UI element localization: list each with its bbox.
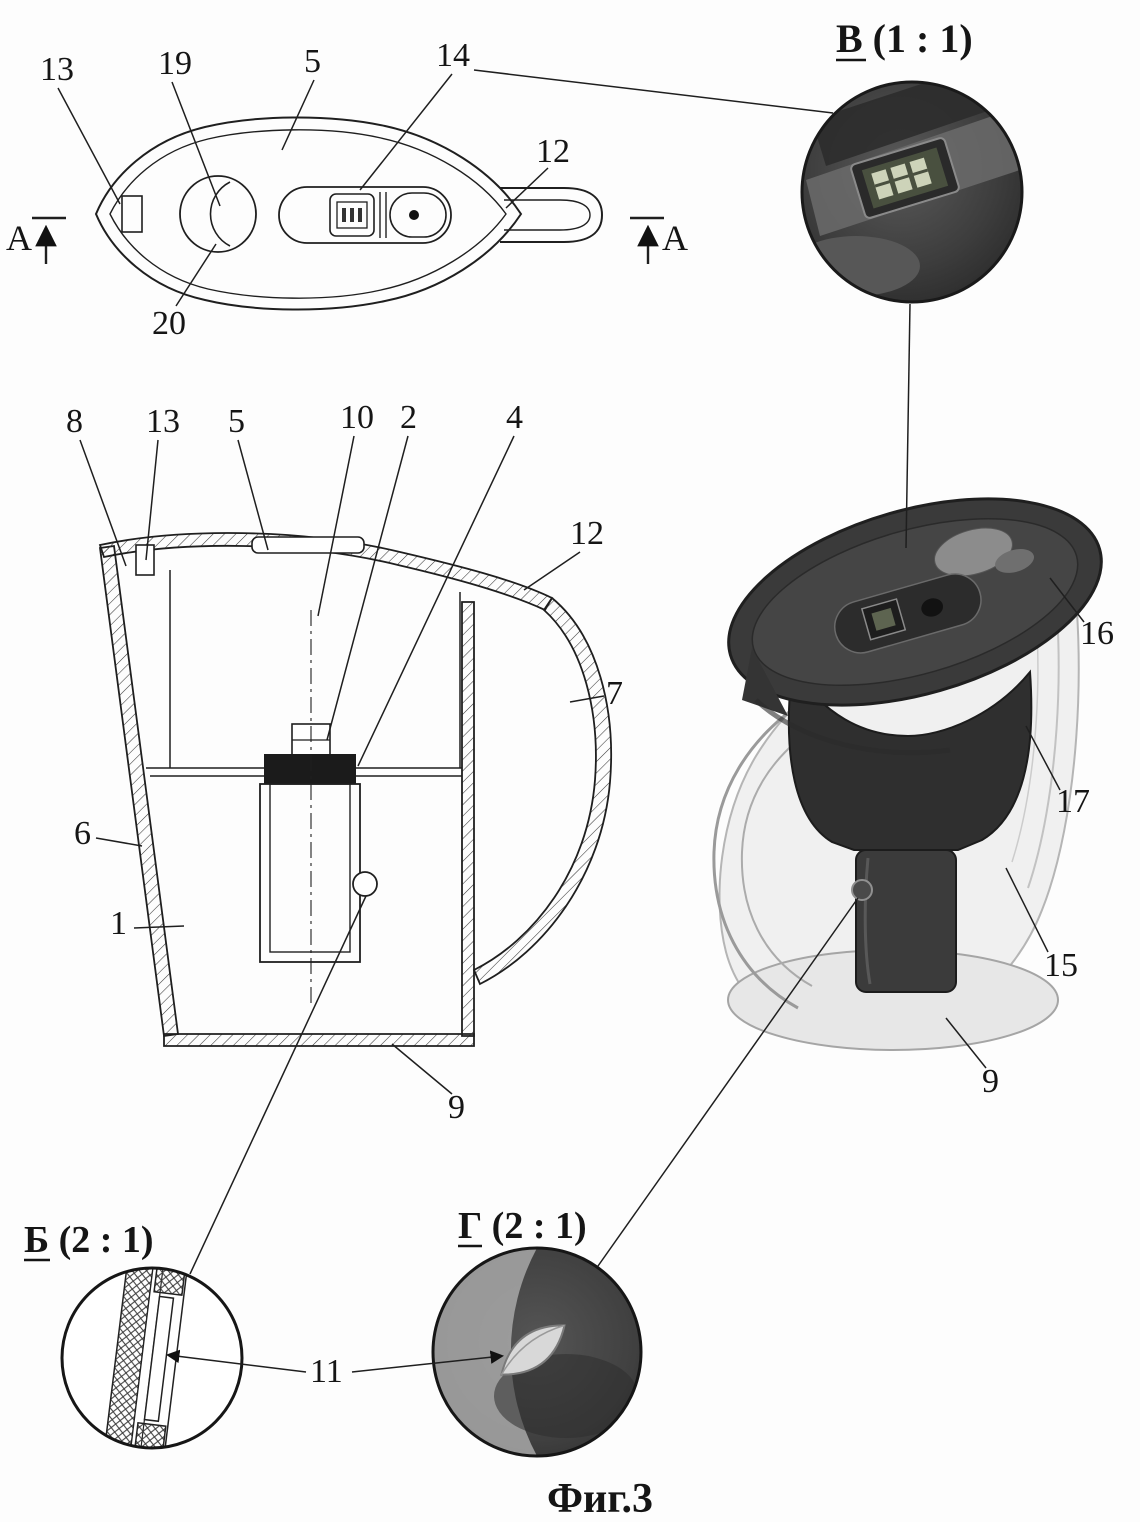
lid-outline-outer bbox=[94, 116, 523, 311]
label-13-side: 13 bbox=[146, 403, 180, 440]
top-view-labels: 13 19 5 14 12 20 bbox=[40, 37, 570, 342]
detail-g-circle bbox=[431, 1246, 643, 1458]
inner-funnel-3d bbox=[787, 665, 1033, 851]
perspective-view bbox=[712, 497, 1103, 1051]
wall-right bbox=[461, 601, 475, 1037]
filter-cap bbox=[264, 754, 356, 784]
valve-port-3d bbox=[851, 879, 873, 901]
leader-lines bbox=[57, 69, 1085, 1373]
perspective-view-labels: 16 17 15 9 bbox=[982, 615, 1114, 1100]
top-plan-view bbox=[94, 116, 604, 311]
lid-outline-inner bbox=[109, 129, 507, 299]
side-section-view bbox=[98, 532, 613, 1047]
detail-v-label: В (1 : 1) bbox=[836, 16, 973, 61]
label-12-top: 12 bbox=[536, 133, 570, 170]
cartridge-outer bbox=[259, 783, 361, 963]
label-1-side: 1 bbox=[110, 905, 127, 942]
detail-v-circle bbox=[800, 80, 1024, 304]
spout-latch bbox=[121, 195, 143, 233]
cartridge-3d bbox=[855, 849, 957, 993]
lid-knob-3d bbox=[995, 549, 1035, 573]
label-20-top: 20 bbox=[152, 305, 186, 342]
detail-b-label: Б (2 : 1) bbox=[24, 1219, 154, 1261]
valve-lens-line bbox=[500, 1324, 565, 1376]
button-dot bbox=[409, 210, 419, 220]
label-11: 11 bbox=[310, 1353, 343, 1390]
photo-shadow bbox=[494, 1354, 638, 1438]
wall-left bbox=[98, 544, 180, 1038]
label-8-side: 8 bbox=[66, 403, 83, 440]
detail-g-label: Г (2 : 1) bbox=[458, 1205, 587, 1247]
valve-port-circle bbox=[352, 871, 378, 897]
label-13-top: 13 bbox=[40, 51, 74, 88]
lid-rim-shadow bbox=[754, 698, 951, 756]
lid-flap-3d bbox=[934, 527, 1013, 577]
detail-v-view bbox=[800, 80, 1024, 304]
block-bottom bbox=[133, 1421, 167, 1448]
lcd-3d bbox=[871, 607, 896, 631]
button-3d bbox=[921, 598, 944, 617]
handle-top-outer bbox=[500, 187, 604, 243]
label-5-top: 5 bbox=[304, 43, 321, 80]
label-4-side: 4 bbox=[506, 399, 523, 436]
spout-3d bbox=[742, 648, 788, 716]
handle-band bbox=[472, 596, 613, 986]
lid-slot bbox=[251, 536, 365, 554]
handle-top-inner bbox=[504, 199, 591, 231]
cartridge-highlight bbox=[863, 857, 872, 985]
label-15-persp: 15 bbox=[1044, 947, 1078, 984]
label-10-side: 10 bbox=[340, 399, 374, 436]
label-12-side: 12 bbox=[570, 515, 604, 552]
label-5-side: 5 bbox=[228, 403, 245, 440]
valve-strip bbox=[143, 1295, 175, 1423]
label-6-side: 6 bbox=[74, 815, 91, 852]
detail-b-circle bbox=[60, 1266, 244, 1450]
detail-g-view bbox=[431, 1246, 643, 1458]
label-9-persp: 9 bbox=[982, 1063, 999, 1100]
label-14-top: 14 bbox=[436, 37, 470, 74]
section-a-markers bbox=[32, 216, 664, 264]
wall-bottom bbox=[163, 1033, 475, 1047]
section-label-a-left: A bbox=[6, 218, 32, 258]
lid-latch bbox=[135, 544, 155, 576]
control-pill bbox=[278, 186, 452, 244]
display-frame bbox=[329, 193, 375, 237]
side-view-labels: 8 13 5 10 2 4 12 7 6 1 9 bbox=[66, 399, 623, 1126]
lcd-display bbox=[336, 201, 368, 229]
fill-flap-circle bbox=[179, 175, 257, 253]
figure-caption: Фиг.3 bbox=[547, 1476, 653, 1522]
button-pad bbox=[389, 192, 447, 238]
label-17-persp: 17 bbox=[1056, 783, 1090, 820]
lcd-segments bbox=[342, 208, 362, 222]
label-19-top: 19 bbox=[158, 45, 192, 82]
label-16-persp: 16 bbox=[1080, 615, 1114, 652]
handle-inner-3d bbox=[740, 723, 821, 987]
cartridge-inner bbox=[269, 783, 351, 953]
handle-outer-3d bbox=[712, 698, 807, 1010]
section-label-a-right: A bbox=[662, 218, 688, 258]
fill-flap-arc bbox=[209, 181, 231, 247]
label-2-side: 2 bbox=[400, 399, 417, 436]
label-7-side: 7 bbox=[606, 675, 623, 712]
label-9-side: 9 bbox=[448, 1089, 465, 1126]
detail-b-view bbox=[60, 1266, 244, 1450]
